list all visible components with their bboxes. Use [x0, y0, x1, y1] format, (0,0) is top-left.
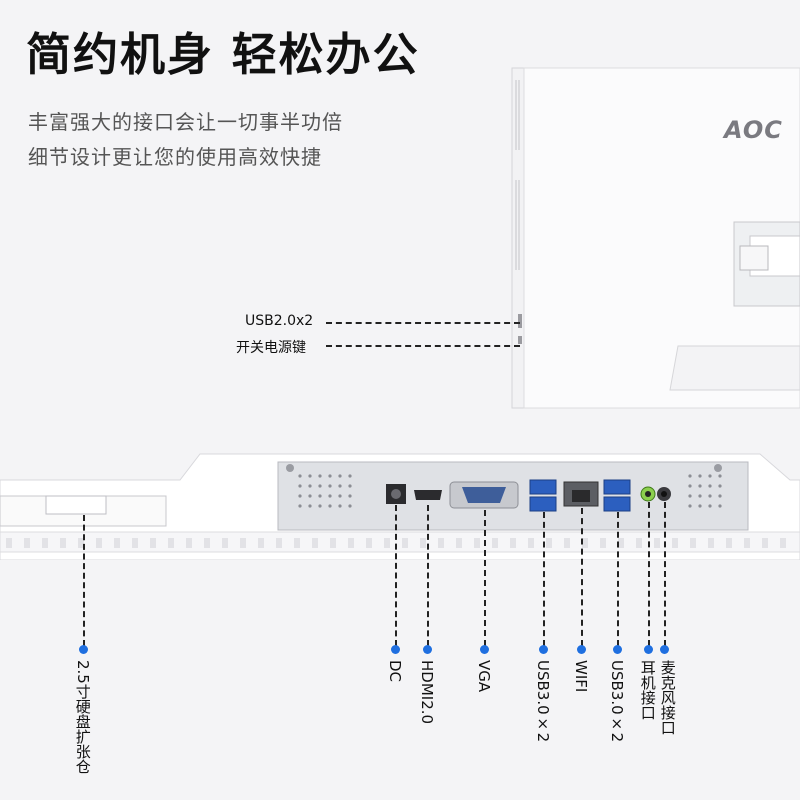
dot-mic [660, 645, 669, 654]
dot-hdmi [423, 645, 432, 654]
leader-vga [484, 510, 486, 646]
leader-usb3-a [543, 512, 545, 646]
leader-mic [664, 502, 666, 646]
label-hdd: 2.5寸硬盘扩张仓 [73, 660, 92, 774]
leader-hdd [83, 515, 85, 646]
subtitle-line-1: 丰富强大的接口会让一切事半功倍 [28, 110, 343, 134]
bottom-panel-illustration [0, 453, 800, 560]
label-hdmi: HDMI2.0 [417, 660, 436, 725]
dot-hdd [79, 645, 88, 654]
label-mic: 麦克风接口 [658, 660, 677, 735]
dot-usb3-b [613, 645, 622, 654]
leader-dc [395, 505, 397, 646]
label-usb2: USB2.0x2 [245, 313, 314, 329]
label-headphone: 耳机接口 [638, 660, 657, 720]
label-usb3-b: USB3.0×2 [607, 660, 626, 743]
dot-usb3-a [539, 645, 548, 654]
dot-dc [391, 645, 400, 654]
leader-wifi [581, 508, 583, 646]
leader-usb2 [326, 322, 520, 324]
dot-headphone [644, 645, 653, 654]
label-wifi: WIFI [571, 660, 590, 693]
monitor-rear-illustration [511, 67, 800, 409]
label-dc: DC [385, 660, 404, 683]
label-vga: VGA [474, 660, 493, 693]
leader-hdmi [427, 505, 429, 646]
dot-vga [480, 645, 489, 654]
subtitle-line-2: 细节设计更让您的使用高效快捷 [28, 145, 322, 169]
label-usb3-a: USB3.0×2 [533, 660, 552, 743]
leader-usb3-b [617, 512, 619, 646]
dot-wifi [577, 645, 586, 654]
page-title: 简约机身 轻松办公 [26, 28, 420, 81]
brand-logo: AOC [724, 116, 783, 144]
label-power-key: 开关电源键 [236, 340, 306, 356]
leader-power-key [326, 345, 520, 347]
leader-headphone [648, 502, 650, 646]
